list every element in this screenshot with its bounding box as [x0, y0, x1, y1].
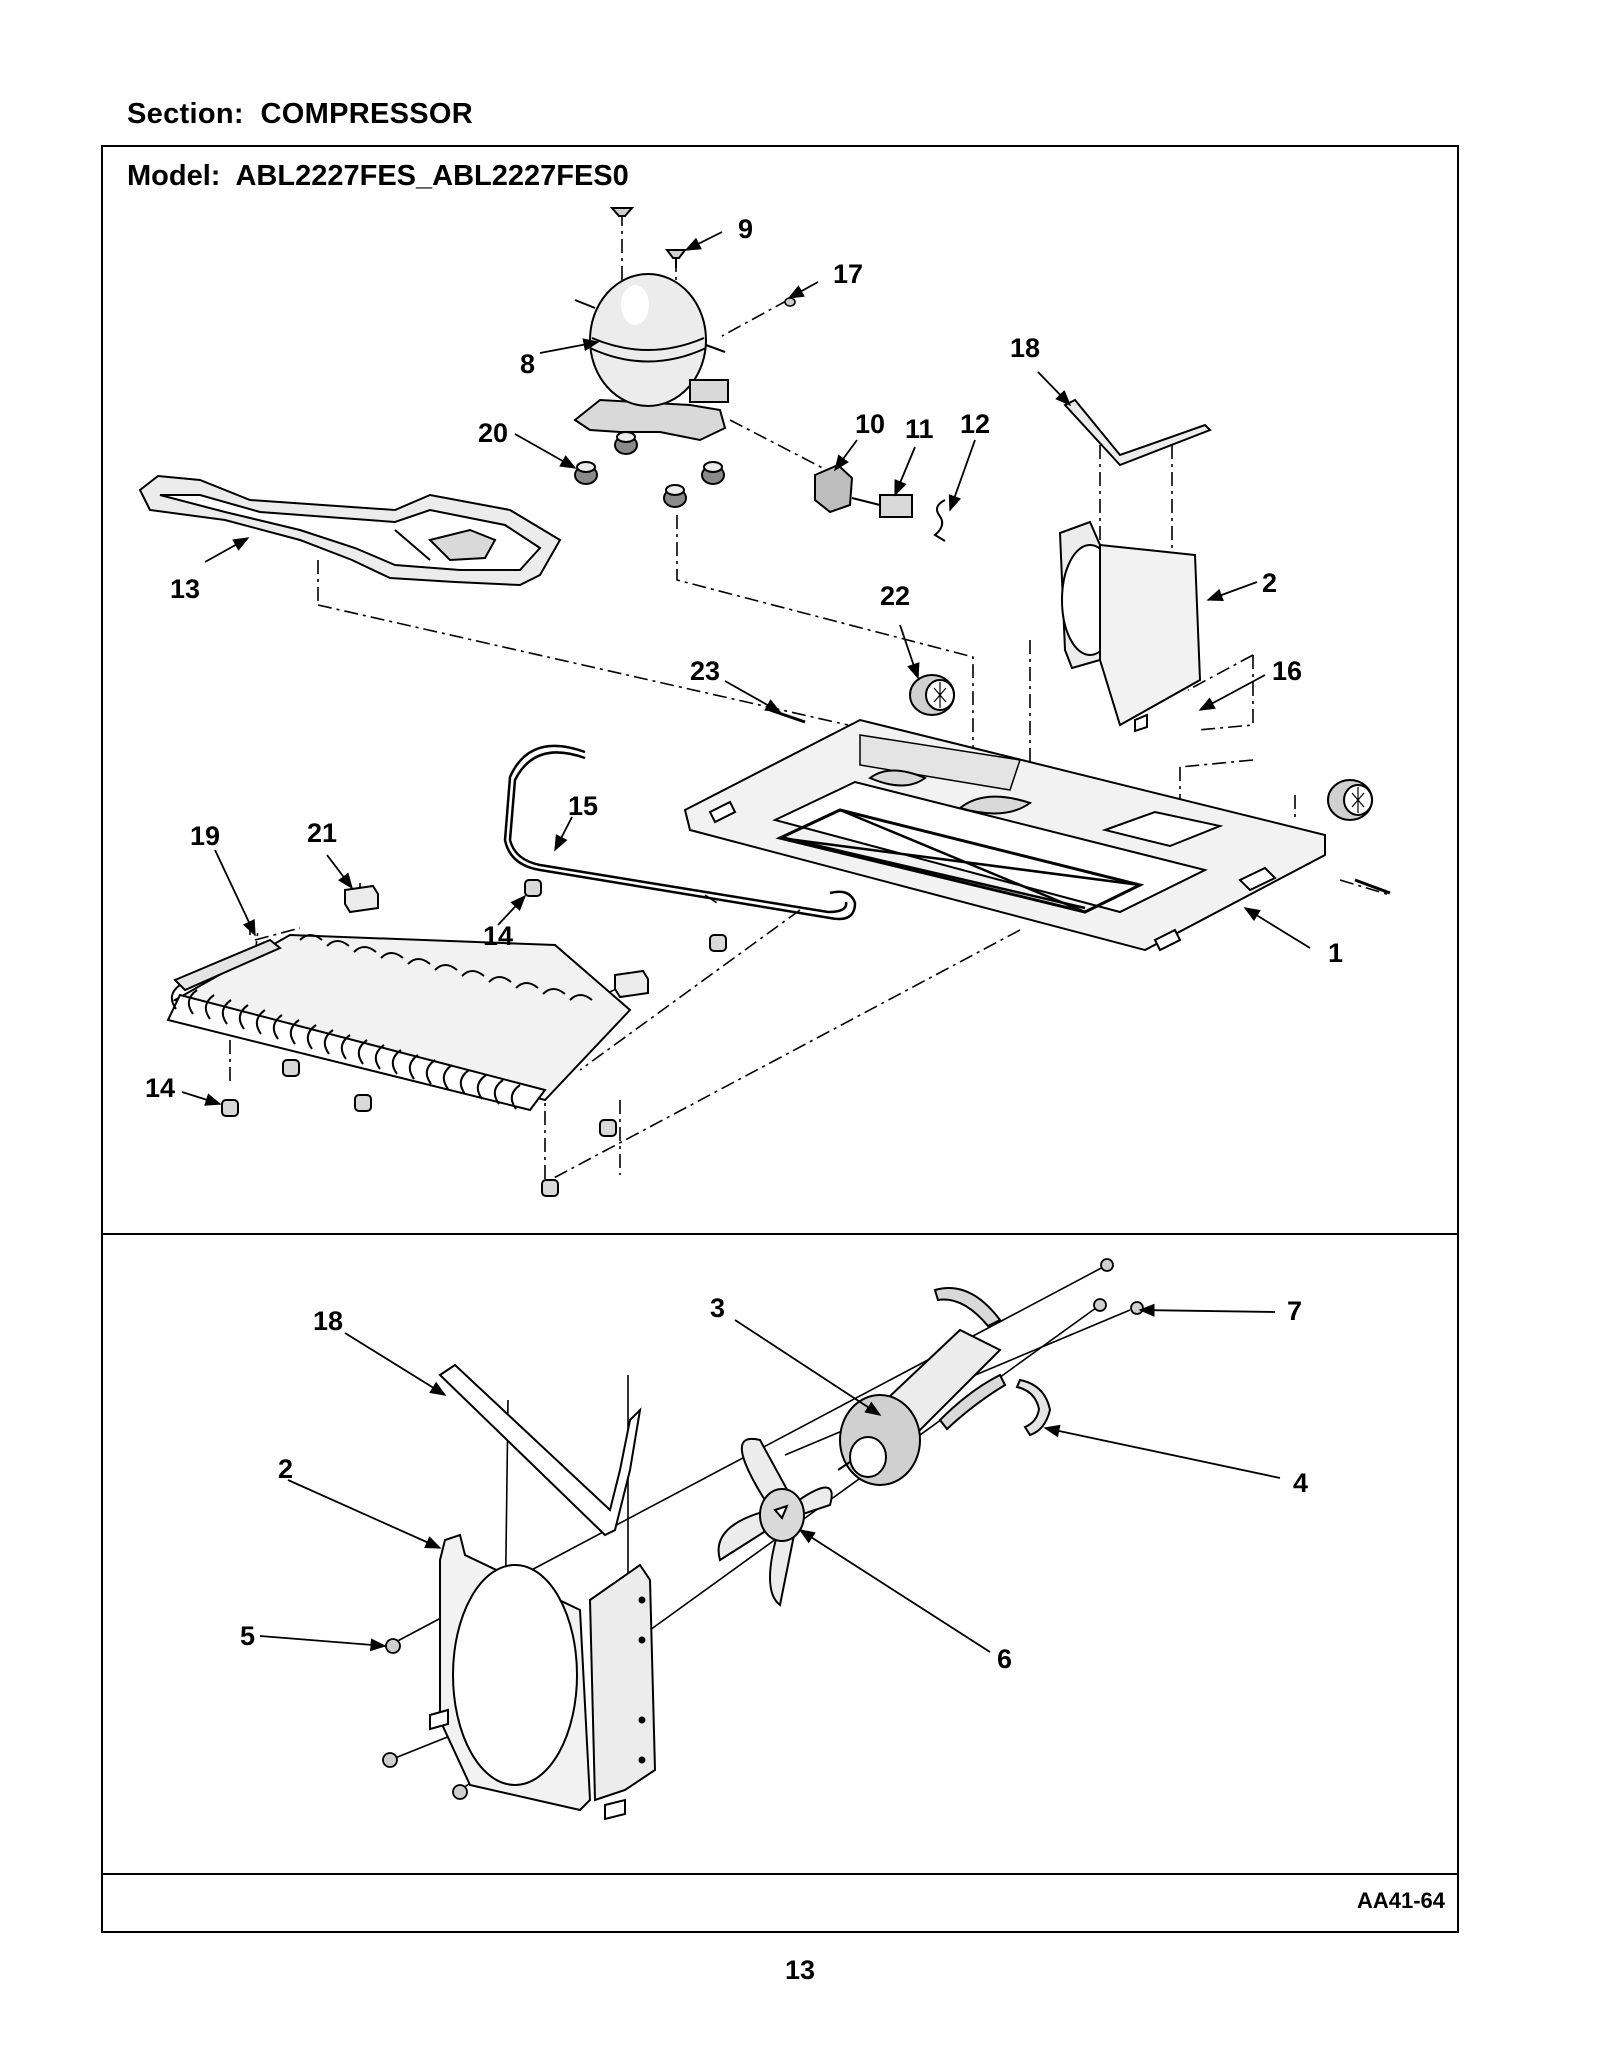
model-label: Model:: [127, 160, 221, 192]
callout-18-lower: 18: [313, 1306, 343, 1336]
bracket-18-lower-part: [438, 1363, 642, 1537]
section-value: COMPRESSOR: [260, 98, 474, 130]
fan-shroud-upper-part: [1058, 398, 1212, 733]
callout-20: 20: [478, 418, 508, 448]
callout-17: 17: [833, 259, 863, 289]
motor-mount-4-part: [1015, 1378, 1052, 1437]
callout-5: 5: [240, 1621, 255, 1651]
spacers-14-part: [221, 879, 727, 1197]
callout-18: 18: [1010, 333, 1040, 363]
compressor-part: [573, 207, 729, 442]
callout-16: 16: [1272, 656, 1302, 686]
callout-14-b: 14: [145, 1073, 175, 1103]
callout-13: 13: [170, 574, 200, 604]
callout-6: 6: [997, 1644, 1012, 1674]
callout-1: 1: [1328, 938, 1343, 968]
leader-arrows-lower: [259, 1303, 1281, 1653]
drain-tray-part: [138, 474, 562, 587]
leader-arrows-upper: [181, 231, 1311, 1106]
callout-10: 10: [855, 409, 885, 439]
fan-motor-part: [837, 1287, 1007, 1486]
relay-overload-part: [814, 463, 946, 542]
panel-divider: [101, 1233, 1459, 1235]
callout-15: 15: [568, 791, 598, 821]
callout-23: 23: [690, 656, 720, 686]
callout-8: 8: [520, 349, 535, 379]
callout-7: 7: [1287, 1296, 1302, 1326]
callout-2: 2: [1262, 568, 1277, 598]
diagram-reference-code: AA41-64: [1356, 1888, 1445, 1913]
callout-19: 19: [190, 821, 220, 851]
base-plate-part: [683, 718, 1326, 952]
callout-14-a: 14: [483, 921, 513, 951]
fan-shroud-lower-part: [429, 1533, 657, 1821]
section-label: Section:: [127, 98, 244, 130]
callouts-lower: 3 7 18 4 2 6 5: [240, 1293, 1308, 1674]
diagram-frame: [101, 145, 1459, 1933]
section-title: Section: COMPRESSOR: [127, 98, 473, 131]
model-title: Model: ABL2227FES_ABL2227FES0: [127, 160, 629, 193]
callout-22: 22: [880, 581, 910, 611]
callout-4: 4: [1293, 1468, 1308, 1498]
condenser-coil-part: [166, 933, 632, 1112]
assembly-lines-upper: [229, 212, 1391, 1190]
grommets-part: [574, 431, 725, 508]
callout-11: 11: [905, 414, 934, 444]
page-number: 13: [784, 1955, 816, 1985]
roller-parts: [769, 674, 1391, 895]
condenser-coil-loops: [170, 934, 593, 1110]
model-value: ABL2227FES_ABL2227FES0: [235, 160, 629, 192]
condenser-tube-part: [503, 744, 857, 921]
clips-21-part: [344, 884, 649, 999]
callout-3: 3: [710, 1293, 725, 1323]
screw-17-part: [784, 297, 796, 307]
callout-21: 21: [307, 818, 337, 848]
callout-12: 12: [960, 409, 990, 439]
footer-divider: [101, 1873, 1459, 1875]
fan-blade-part: [717, 1437, 833, 1607]
callout-9: 9: [738, 214, 753, 244]
screws-5-part: [382, 1258, 1144, 1800]
callout-2-lower: 2: [278, 1454, 293, 1484]
callouts-upper: 9 17 8 18 20 10 11 12 13 2 22 16 23 15 1…: [145, 214, 1343, 1103]
